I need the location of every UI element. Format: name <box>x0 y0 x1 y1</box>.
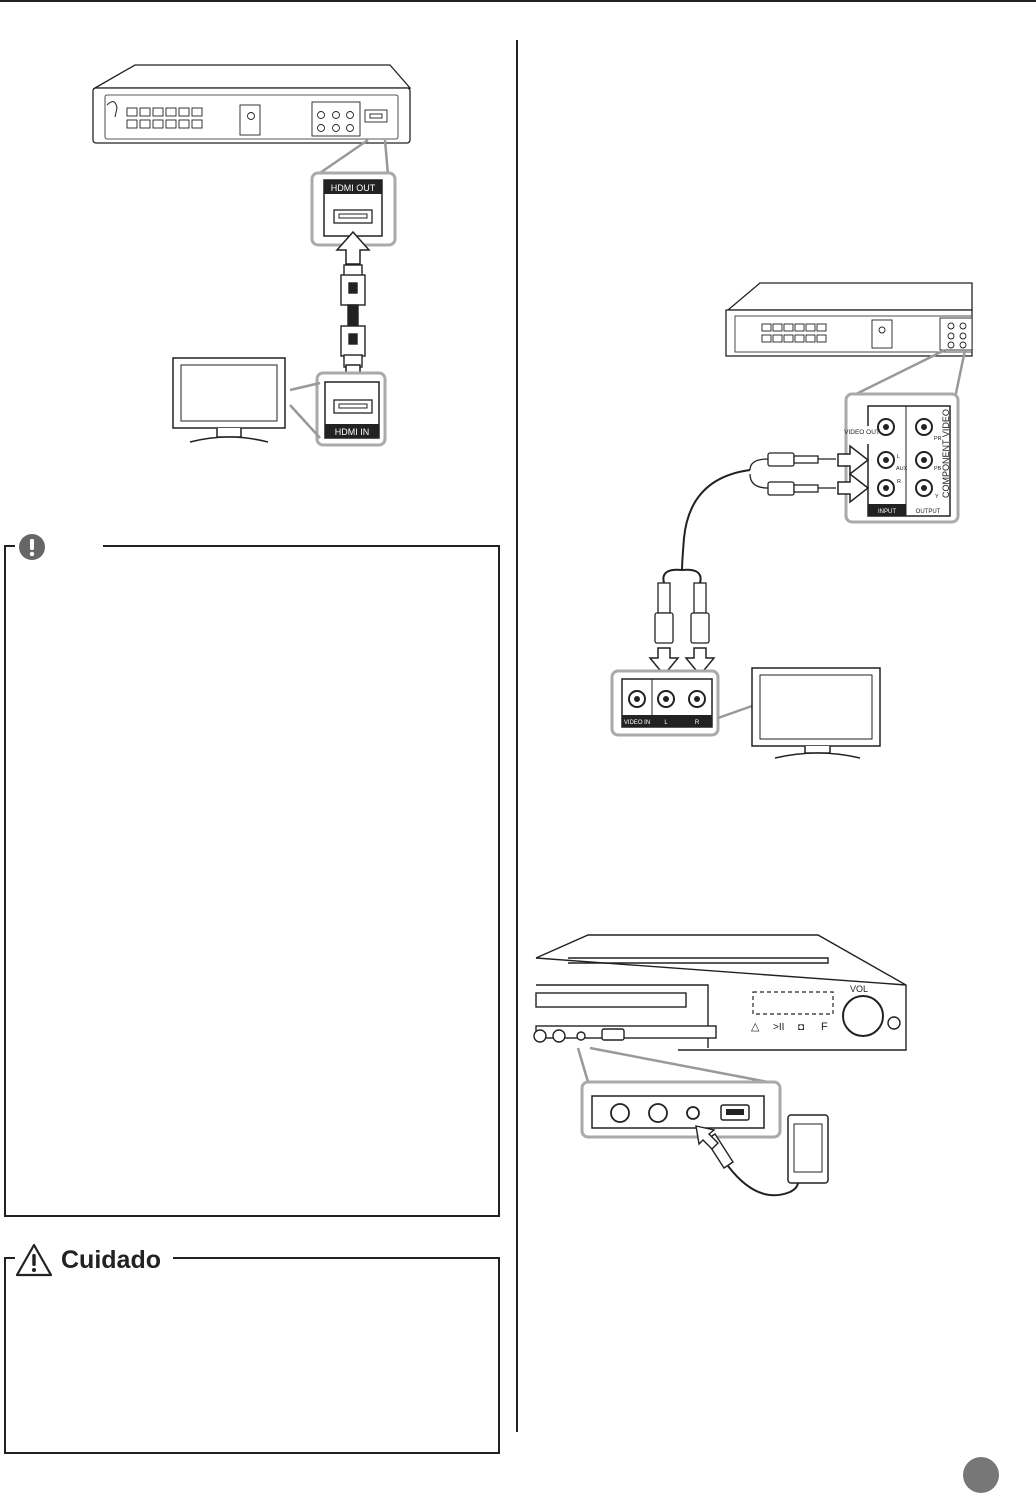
warning-triangle-icon <box>15 1243 53 1277</box>
aux-label: AUX <box>896 466 908 472</box>
hdmi-connection-diagram: HDMI OUT HDMI IN <box>92 64 412 447</box>
portable-input-diagram: VOL △ >II ◘ F <box>533 934 907 1197</box>
caution-box <box>4 1257 500 1454</box>
y-label: Y <box>935 494 939 500</box>
hdmi-in-port: HDMI IN <box>315 371 387 447</box>
tv-l-label: L <box>664 720 668 726</box>
component-video-label: COMPONENT VIDEO <box>941 409 951 498</box>
aux-r-label: R <box>897 479 901 485</box>
svg-text:>II: >II <box>773 1022 784 1033</box>
column-divider <box>516 40 518 1432</box>
audio-cable <box>681 469 751 571</box>
receiver-front-panel: VOL △ >II ◘ F <box>533 934 907 1051</box>
vol-label: VOL <box>850 984 868 994</box>
svg-text:◘: ◘ <box>798 1022 804 1033</box>
receiver-rear-panel-2 <box>725 282 973 357</box>
hdmi-in-label: HDMI IN <box>335 427 370 437</box>
top-rule <box>0 0 1036 2</box>
caution-header: Cuidado <box>15 1240 173 1280</box>
page-number-circle <box>963 1457 999 1493</box>
input-label: INPUT <box>878 509 896 515</box>
pb-label: PB <box>934 466 942 472</box>
tv-input-arrows <box>648 647 716 677</box>
tv-audio-video-inputs: VIDEO IN L R <box>610 669 720 737</box>
svg-text:△: △ <box>751 1021 760 1033</box>
aux-input-arrows <box>837 444 870 504</box>
aux-input-panel: VIDEO OUT L AUX R PR PB Y INPUT OUTPUT C… <box>844 392 960 524</box>
video-out-label: VIDEO OUT <box>844 429 880 436</box>
tv-video-in-label: VIDEO IN <box>624 720 650 726</box>
aux-connection-diagram: VIDEO OUT L AUX R PR PB Y INPUT OUTPUT C… <box>610 282 973 759</box>
svg-text:F: F <box>821 1021 828 1033</box>
rca-plugs-receiver <box>749 452 836 496</box>
tv-r-label: R <box>695 720 700 726</box>
hdmi-cable <box>340 264 366 368</box>
tv-illustration-2 <box>751 667 881 759</box>
portable-player <box>787 1114 829 1184</box>
aux-l-label: L <box>897 454 900 460</box>
caution-title: Cuidado <box>61 1245 161 1274</box>
pr-label: PR <box>934 436 942 442</box>
insert-arrow <box>695 1125 719 1150</box>
front-jack-panel <box>580 1080 782 1139</box>
note-box <box>4 545 500 1217</box>
hdmi-out-label: HDMI OUT <box>331 183 376 193</box>
connect-up-arrow <box>335 230 371 265</box>
output-label: OUTPUT <box>916 509 941 515</box>
tv-illustration <box>172 357 286 443</box>
exclamation-circle-icon <box>19 534 45 560</box>
receiver-rear-panel <box>92 64 412 144</box>
rca-plugs-tv <box>654 582 710 644</box>
